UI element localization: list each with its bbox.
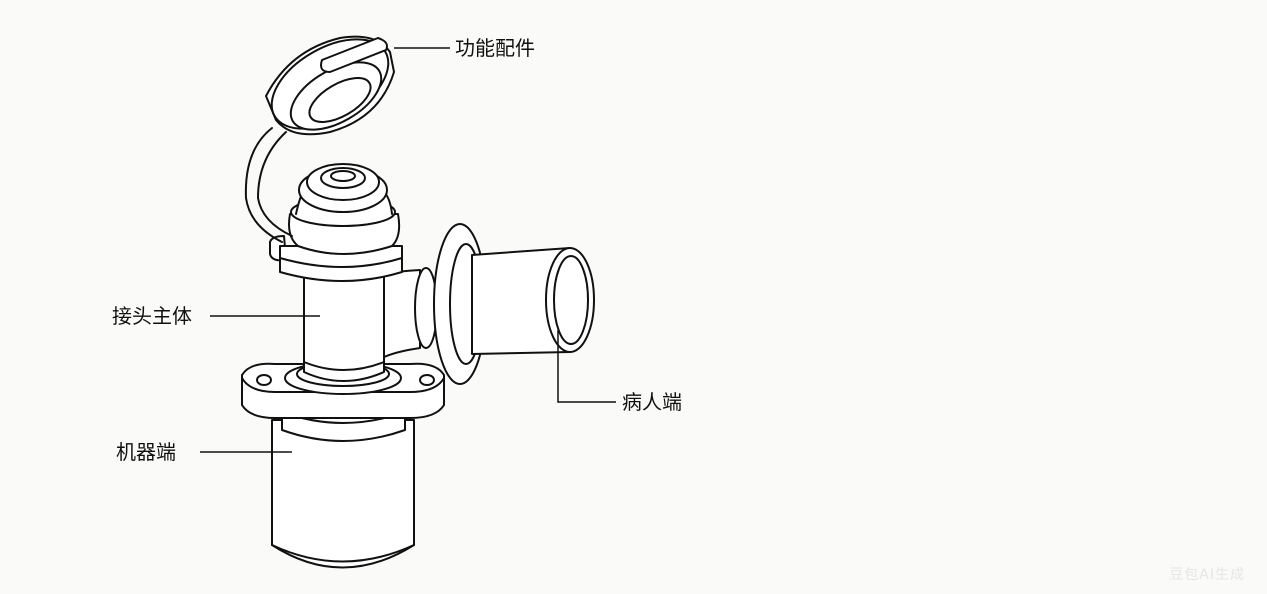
- leader-patient: [557, 330, 616, 403]
- machine-end-cylinder: [271, 419, 415, 569]
- clip-ring: [269, 235, 403, 282]
- flange-hole-right: [419, 374, 435, 386]
- label-machine-end: 机器端: [116, 440, 176, 464]
- watermark: 豆包AI生成: [1169, 567, 1245, 583]
- upper-bell: [288, 163, 401, 255]
- label-accessory: 功能配件: [455, 36, 535, 60]
- tether-strap: [244, 127, 293, 243]
- flange-hole-left: [256, 374, 272, 386]
- accessory-cap: [265, 35, 395, 136]
- label-patient-end: 病人端: [622, 390, 682, 414]
- label-connector-body: 接头主体: [112, 304, 192, 328]
- patient-end: [433, 223, 595, 385]
